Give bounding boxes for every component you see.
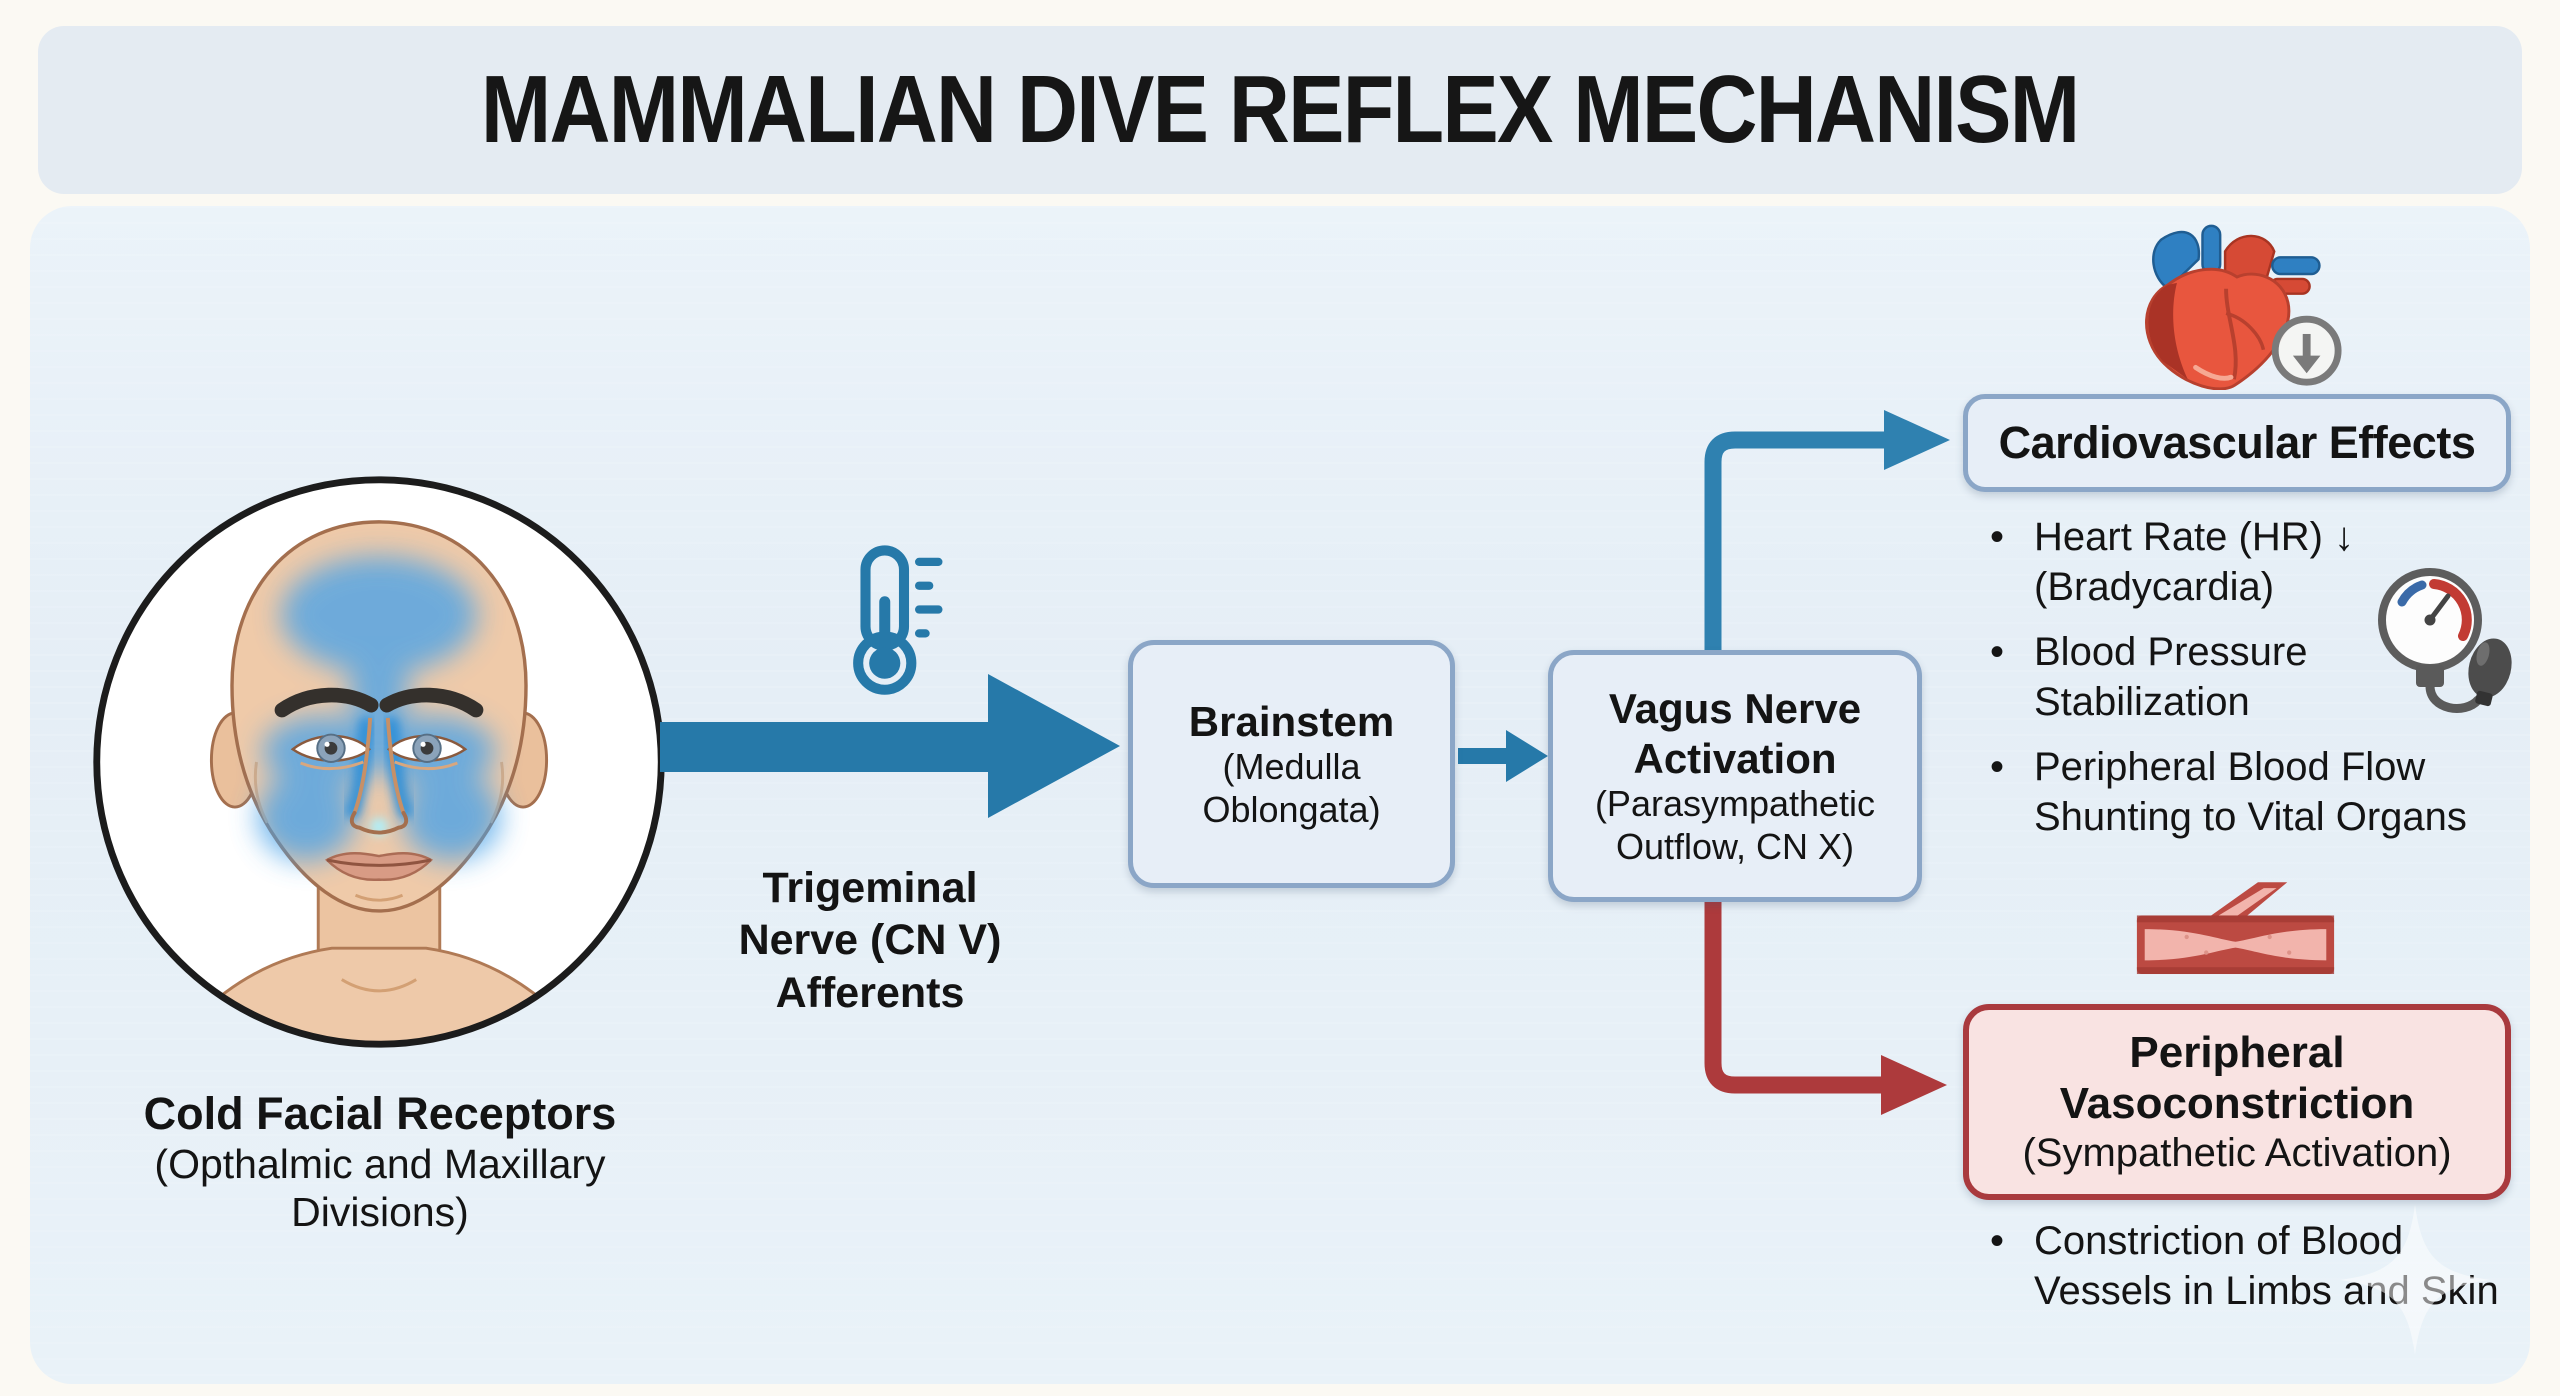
peripheral-subtitle: (Sympathetic Activation) (2022, 1131, 2452, 1176)
vagus-subtitle: (Parasympathetic Outflow, CN X) (1594, 783, 1876, 867)
page-title: MAMMALIAN DIVE REFLEX MECHANISM (481, 56, 2080, 163)
bullet-icon: • (1990, 1219, 2005, 1263)
peripheral-title: Peripheral Vasoconstriction (2059, 1027, 2415, 1129)
cardio-bullet-bp: Blood Pressure Stabilization (2034, 629, 2308, 725)
cardio-bullet-hr: Heart Rate (HR) ↓ (Bradycardia) (2034, 515, 2355, 610)
afferent-arrow (660, 674, 1120, 818)
cardiovascular-effects-box: Cardiovascular Effects (1963, 394, 2511, 492)
vagus-title: Vagus Nerve Activation (1608, 684, 1862, 782)
bullet-icon: • (1990, 744, 2005, 789)
list-item: • Heart Rate (HR) ↓ (Bradycardia) (1990, 512, 2535, 613)
heart-bradycardia-icon (2105, 218, 2355, 390)
list-item: • Blood Pressure Stabilization (1990, 627, 2535, 728)
vagus-to-cardio-arrow (1704, 410, 1950, 652)
bullet-icon: • (1990, 629, 2005, 674)
list-item: • Peripheral Blood Flow Shunting to Vita… (1990, 742, 2535, 843)
bullet-icon: • (1990, 515, 2005, 559)
face-caption-subtitle: (Opthalmic and Maxillary Divisions) (154, 1140, 606, 1236)
constricted-vessel-icon (2133, 880, 2338, 988)
brainstem-title: Brainstem (1188, 697, 1395, 745)
face-circle-icon (93, 476, 665, 1048)
cardio-title: Cardiovascular Effects (1998, 417, 2476, 469)
cardio-bullet-shunting: Peripheral Blood Flow Shunting to Vital … (2034, 744, 2467, 839)
vagus-nerve-box: Vagus Nerve Activation (Parasympathetic … (1548, 650, 1922, 902)
brainstem-box: Brainstem (Medulla Oblongata) (1128, 640, 1455, 888)
face-caption-title: Cold Facial Receptors (143, 1088, 617, 1139)
trigeminal-nerve-label: Trigeminal Nerve (CN V) Afferents (738, 864, 1002, 1017)
brainstem-to-vagus-arrow (1458, 730, 1548, 782)
thermometer-cold-icon (838, 540, 948, 702)
header-band: MAMMALIAN DIVE REFLEX MECHANISM (38, 26, 2522, 194)
cold-face-illustration (85, 468, 673, 1056)
blood-pressure-gauge-icon (2368, 562, 2528, 722)
cardio-bullet-list: • Heart Rate (HR) ↓ (Bradycardia) • Bloo… (1990, 512, 2535, 842)
down-arrow-circle-icon (2271, 315, 2342, 386)
peripheral-vasoconstriction-box: Peripheral Vasoconstriction (Sympathetic… (1963, 1004, 2511, 1200)
vagus-to-peripheral-arrow (1704, 900, 1947, 1115)
sparkle-watermark-icon (2320, 1195, 2510, 1385)
face-caption: Cold Facial Receptors (Opthalmic and Max… (55, 1088, 705, 1237)
brainstem-subtitle: (Medulla Oblongata) (1202, 746, 1381, 830)
